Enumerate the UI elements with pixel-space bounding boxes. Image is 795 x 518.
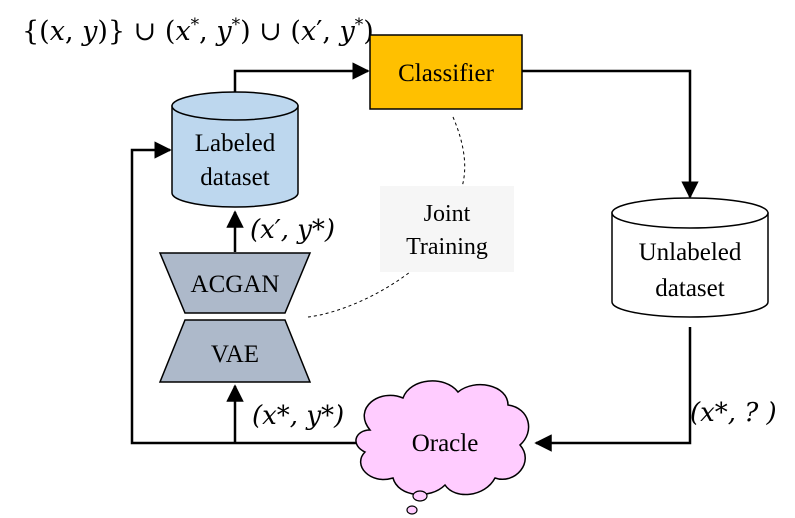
edges: [130, 62, 699, 452]
oracle-label: Oracle: [412, 430, 479, 457]
oracle-output-label: (x*, y*): [252, 401, 344, 431]
unlabeled-dataset-cylinder: [611, 197, 769, 318]
acgan-trapezoid: [158, 252, 312, 314]
joint-training-line2: Training: [406, 234, 488, 260]
vae-trapezoid: [158, 319, 312, 383]
oracle-cloud: [355, 380, 530, 515]
joint-training-connector-top: [452, 116, 466, 191]
unlabeled-output-label: (x*, ? ): [690, 398, 777, 428]
labeled-dataset-line1: Labeled: [195, 130, 276, 157]
edge-classifier-to-unlabeled: [522, 69, 699, 199]
classifier-box: [369, 34, 523, 110]
unlabeled-dataset-line2: dataset: [655, 275, 724, 302]
labeled-dataset-line2: dataset: [200, 164, 269, 191]
classifier-label: Classifier: [398, 60, 494, 87]
top-formula: {(x, y)} ∪ (x*, y*) ∪ (x′, y*): [22, 15, 374, 47]
vae-label: VAE: [211, 341, 259, 368]
unlabeled-dataset-line1: Unlabeled: [639, 239, 742, 266]
edge-unlabeled-to-oracle: [534, 327, 692, 452]
joint-training-connector-bottom: [307, 271, 411, 318]
acgan-output-label: (x′, y*): [250, 215, 335, 245]
edge-oracle-to-labeled: [130, 141, 362, 445]
joint-training-box: [380, 186, 514, 272]
acgan-label: ACGAN: [191, 271, 280, 298]
labeled-dataset-cylinder: [171, 91, 299, 208]
joint-training-line1: Joint: [424, 201, 471, 227]
